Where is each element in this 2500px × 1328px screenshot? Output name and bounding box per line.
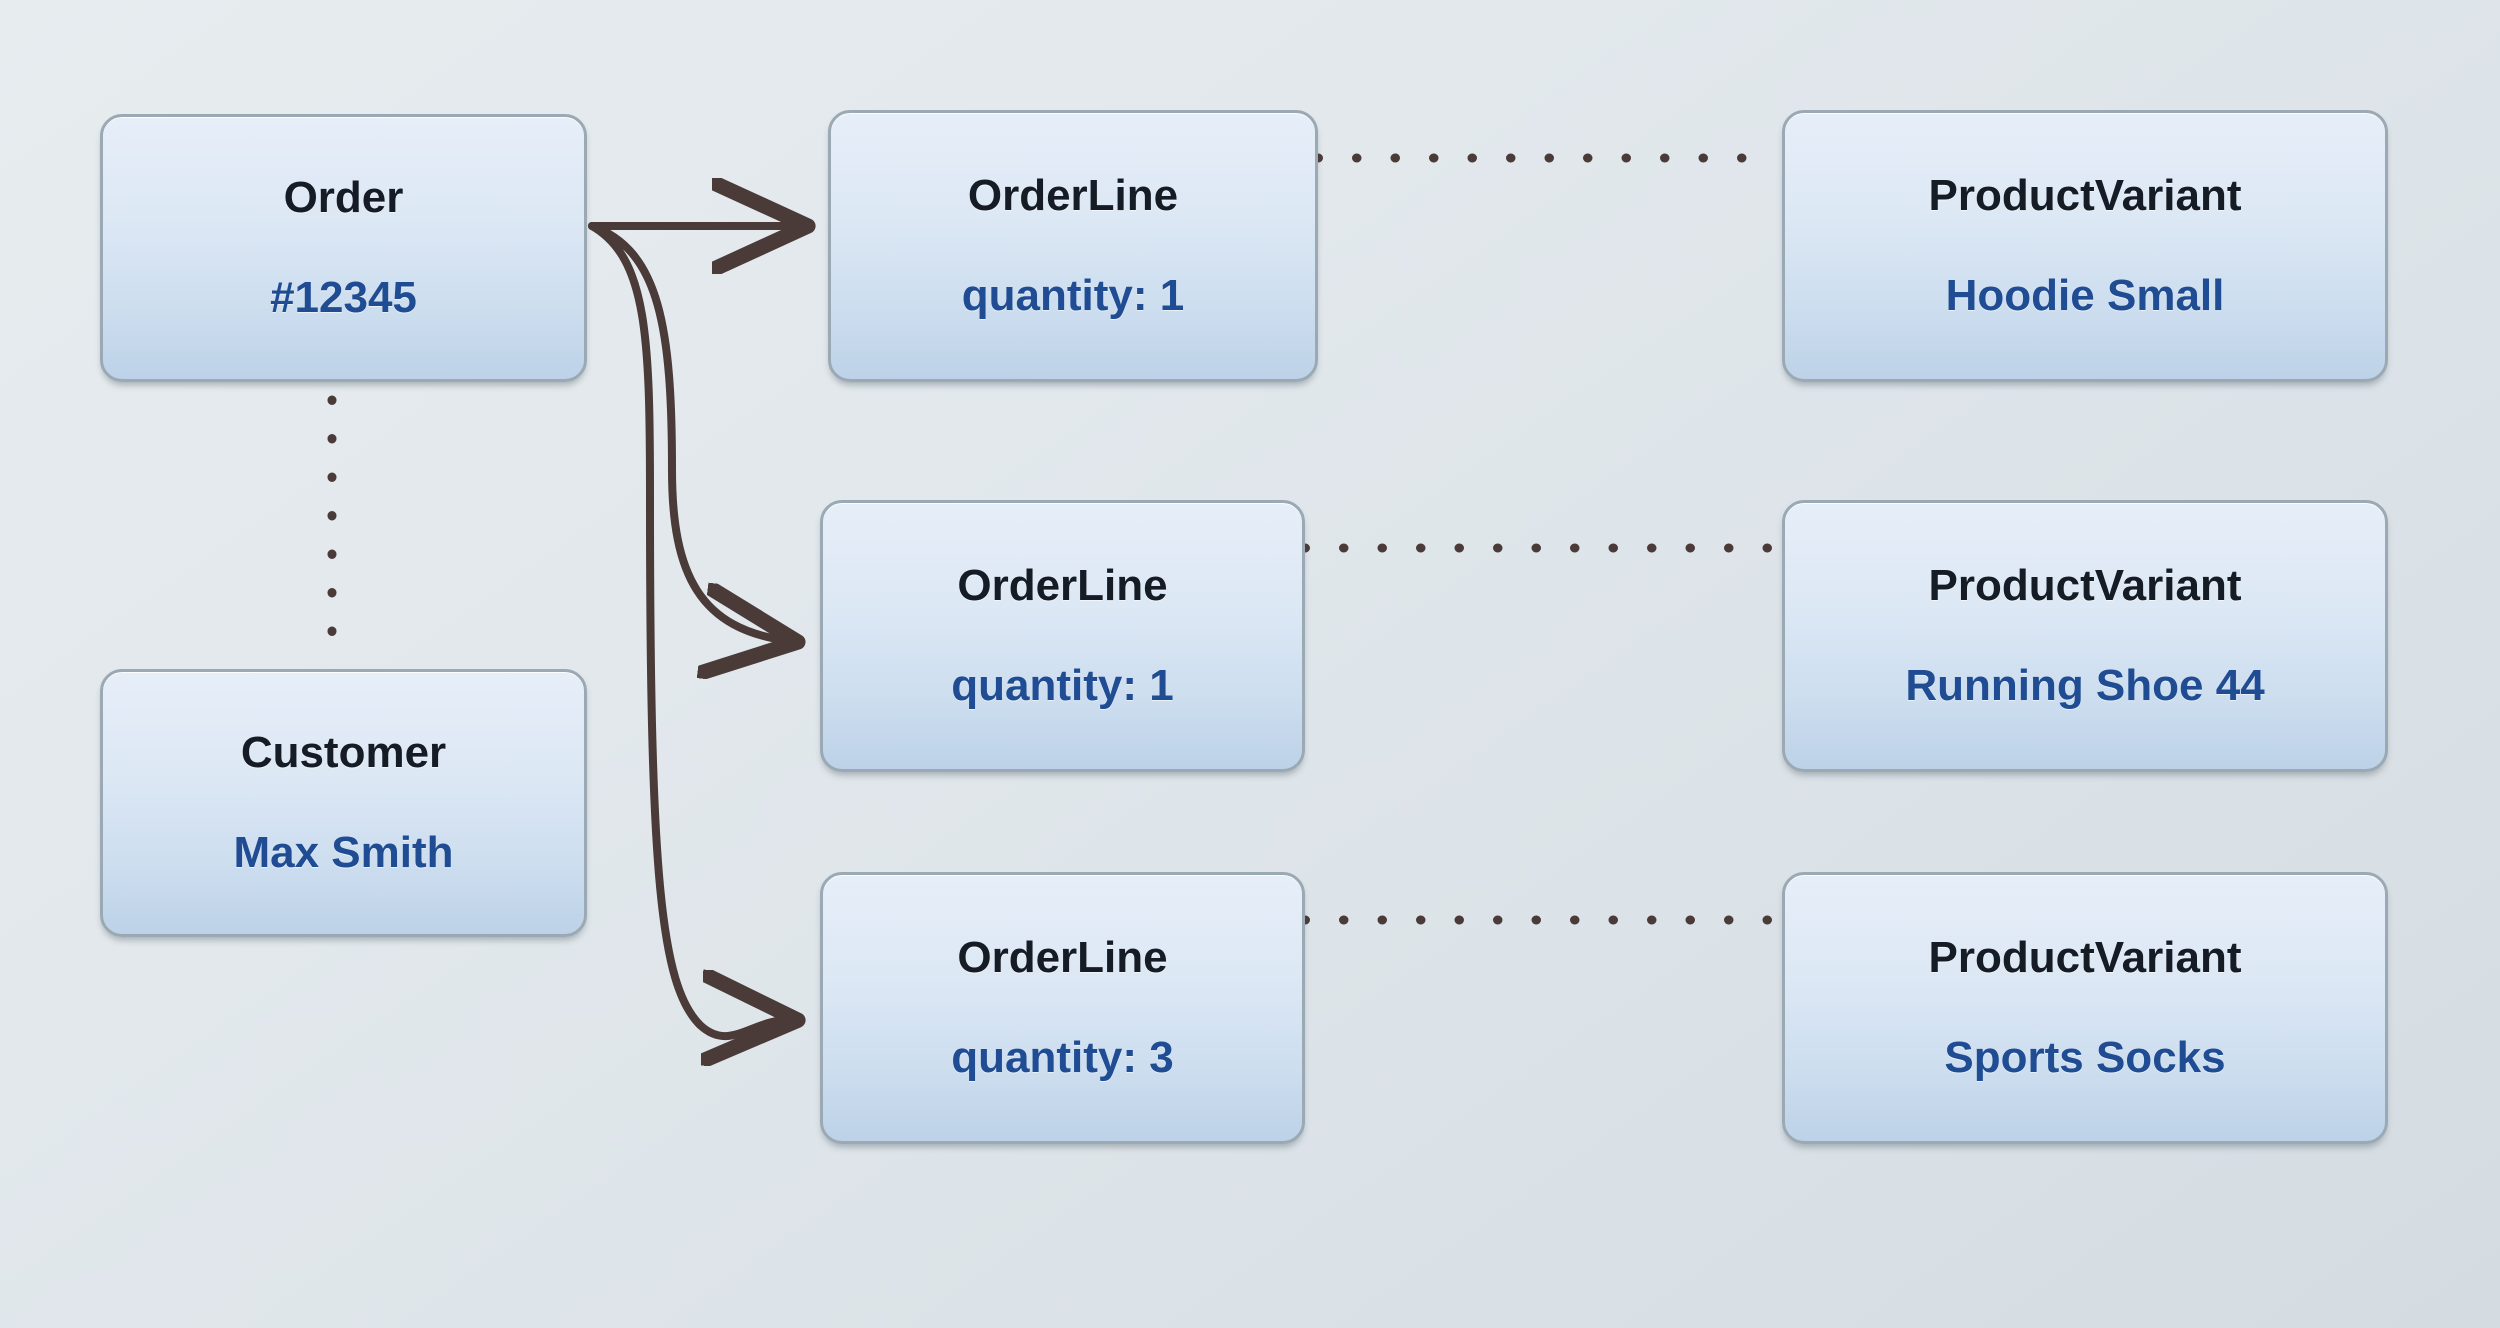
node-productvariant-3-value: Sports Socks	[1944, 1033, 2226, 1082]
edge-order-to-orderline-3	[588, 222, 790, 1036]
node-productvariant-1-value: Hoodie Small	[1945, 271, 2225, 320]
node-productvariant-2[interactable]: ProductVariant Running Shoe 44	[1782, 500, 2388, 772]
node-orderline-2[interactable]: OrderLine quantity: 1	[820, 500, 1305, 772]
node-order[interactable]: Order #12345	[100, 114, 587, 382]
node-orderline-1-value: quantity: 1	[961, 271, 1185, 320]
node-orderline-2-value: quantity: 1	[951, 661, 1174, 710]
node-order-title: Order	[283, 172, 404, 222]
node-productvariant-1[interactable]: ProductVariant Hoodie Small	[1782, 110, 2388, 382]
node-orderline-3-value: quantity: 3	[951, 1033, 1174, 1082]
node-productvariant-2-value: Running Shoe 44	[1905, 661, 2265, 710]
node-orderline-1-title: OrderLine	[967, 170, 1179, 220]
node-customer-value: Max Smith	[233, 828, 454, 877]
node-productvariant-3-title: ProductVariant	[1928, 932, 2242, 982]
node-productvariant-3[interactable]: ProductVariant Sports Socks	[1782, 872, 2388, 1144]
node-order-value: #12345	[270, 273, 417, 322]
node-orderline-3-title: OrderLine	[957, 932, 1168, 982]
node-productvariant-2-title: ProductVariant	[1928, 560, 2242, 610]
node-orderline-1[interactable]: OrderLine quantity: 1	[828, 110, 1318, 382]
node-orderline-2-title: OrderLine	[957, 560, 1168, 610]
node-customer[interactable]: Customer Max Smith	[100, 669, 587, 937]
node-customer-title: Customer	[240, 727, 447, 777]
node-productvariant-1-title: ProductVariant	[1928, 170, 2242, 220]
node-orderline-3[interactable]: OrderLine quantity: 3	[820, 872, 1305, 1144]
edge-order-to-orderline-2	[588, 222, 790, 641]
